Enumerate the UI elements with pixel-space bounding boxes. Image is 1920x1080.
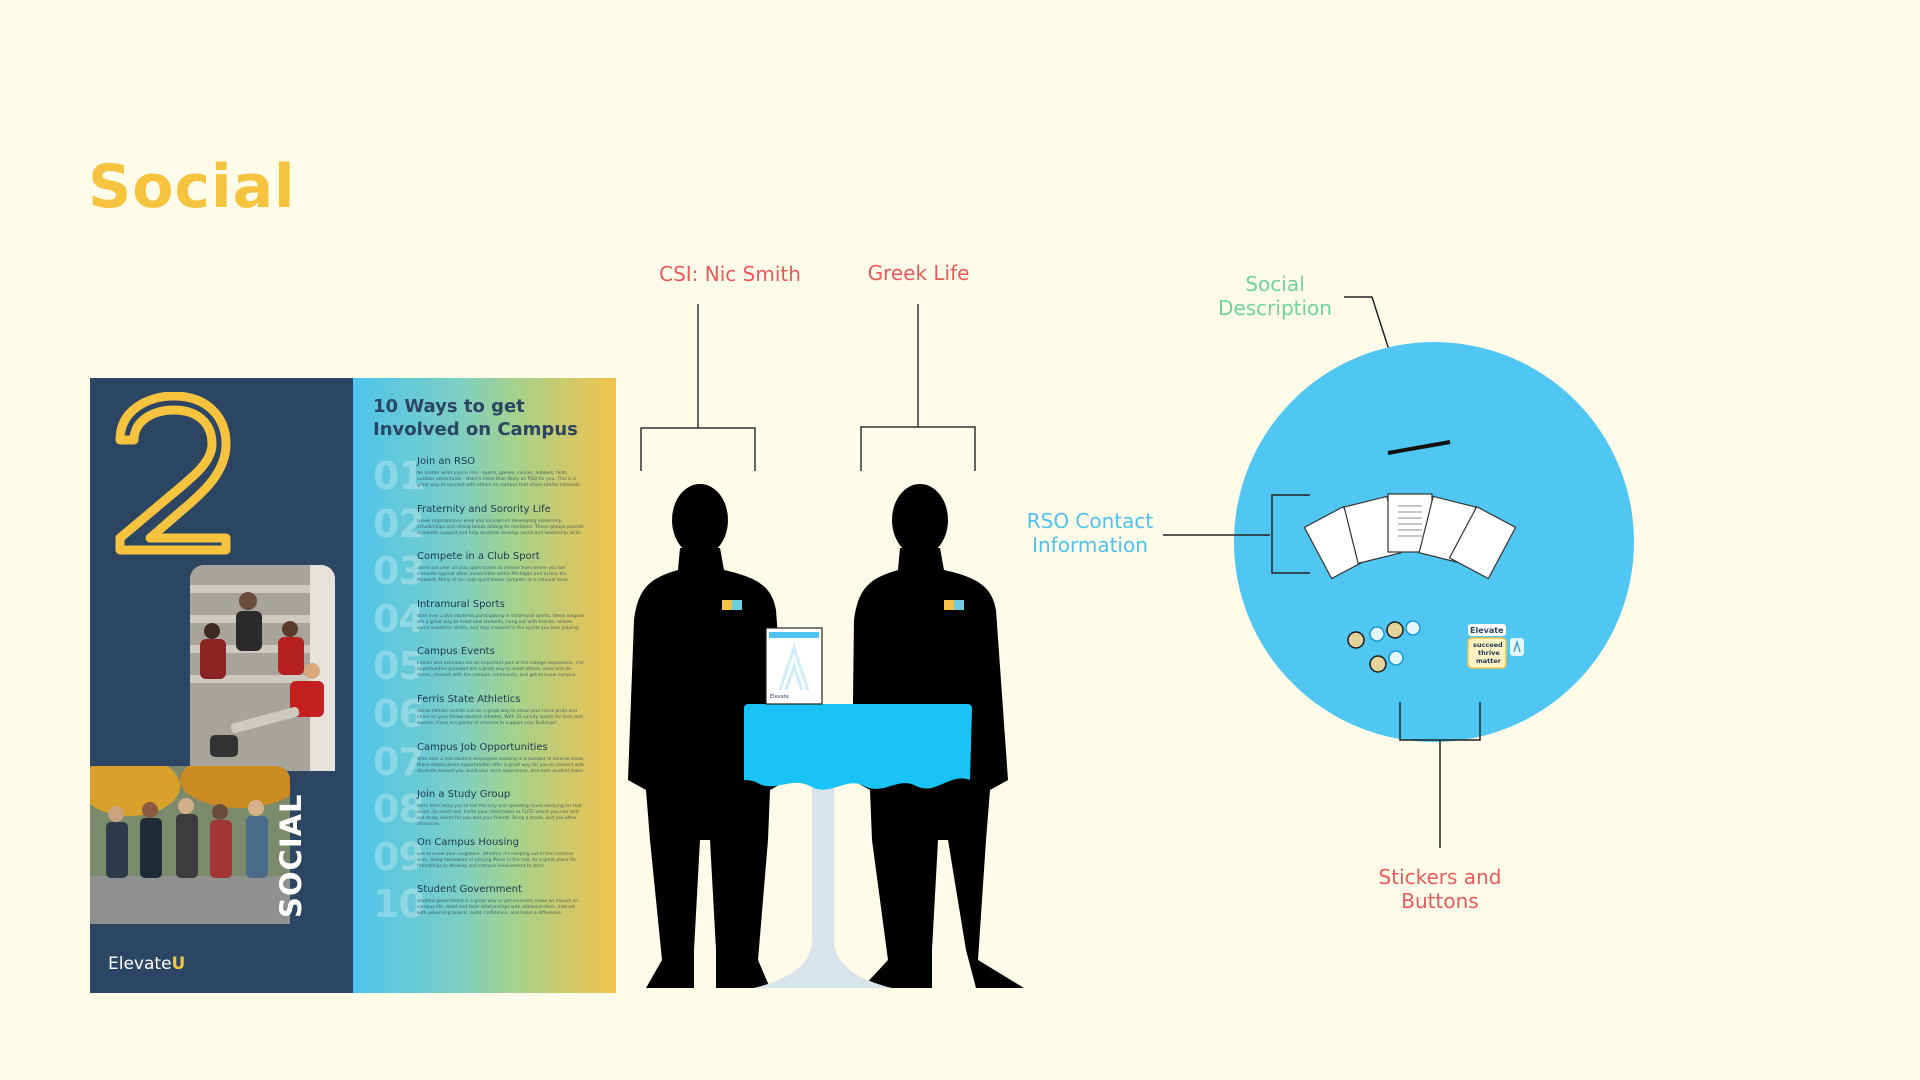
poster-item-number: 07 — [373, 739, 425, 784]
poster-item-title: Compete in a Club Sport — [417, 551, 540, 563]
stand-sign: Elevate — [765, 627, 823, 705]
label-social-description: Social Description — [1218, 272, 1332, 320]
poster-item-title: Student Government — [417, 884, 522, 896]
poster-item-desc: Student government is a great way to get… — [417, 899, 579, 917]
sticker-elevate-text: Elevate — [1470, 626, 1504, 635]
table-cloth — [744, 704, 972, 790]
poster-item-title: Intramural Sports — [417, 598, 505, 610]
page-title: Social — [88, 152, 296, 222]
sticker-word-2: matter — [1476, 657, 1502, 665]
poster-left-panel: SOCIAL ElevateU — [90, 378, 353, 993]
poster-item-desc: More than likely you're not the only one… — [417, 804, 582, 828]
poster-heading: 10 Ways to get Involved on Campus — [373, 396, 578, 440]
poster-item-number: 08 — [373, 787, 425, 832]
label-greek-life: Greek Life — [867, 261, 970, 285]
poster-item-desc: Events and activities are an important p… — [417, 661, 584, 679]
stand-sign-logo: Elevate — [770, 694, 789, 700]
poster-item-title: Ferris State Athletics — [417, 694, 521, 705]
poster-item-title: Join a Study Group — [417, 789, 511, 801]
poster-item-title: Fraternity and Sorority Life — [417, 503, 551, 515]
poster-item-title: Campus Events — [417, 646, 495, 658]
poster-item-title: On Campus Housing — [417, 836, 519, 848]
social-description-marker — [1387, 440, 1451, 455]
poster-item-number: 04 — [373, 596, 425, 641]
label-rso-contact: RSO Contact Information — [1026, 509, 1154, 557]
figure-brackets — [640, 304, 976, 471]
sticker-word-1: thrive — [1478, 649, 1500, 657]
poster-item-title: Join an RSO — [417, 456, 476, 467]
poster-item-number: 10 — [373, 882, 425, 927]
poster-item-number: 01 — [373, 454, 425, 498]
paper-lines — [1398, 505, 1422, 537]
poster: SOCIAL ElevateU 10 Ways to get Involved … — [90, 378, 616, 993]
pin-buttons — [1347, 620, 1421, 673]
sticker-word-0: succeed — [1473, 641, 1503, 649]
number-two-graphic — [115, 392, 231, 555]
students-stairs-photo — [190, 565, 335, 771]
poster-item-desc: With over 2,500 student employees workin… — [417, 756, 585, 774]
poster-item-desc: No matter what you're into - sports, gam… — [417, 471, 582, 488]
poster-item-number: 06 — [373, 692, 425, 736]
poster-item-desc: With over 2,000 students participating i… — [417, 613, 585, 631]
stickers: Elevate succeed thrive matter — [1467, 624, 1524, 669]
elevate-logo: ElevateU — [108, 954, 186, 974]
poster-item-desc: There are over 20 club sport teams to ch… — [417, 566, 570, 584]
table-pedestal — [754, 740, 892, 988]
poster-item-desc: Home athletic events can be a great way … — [417, 709, 583, 726]
poster-item-desc: Greek organizations keep you focused on … — [417, 518, 584, 536]
person-silhouette-left — [628, 484, 788, 988]
label-csi: CSI: Nic Smith — [659, 262, 801, 286]
poster-item-number: 05 — [373, 644, 425, 689]
poster-item-number: 03 — [373, 549, 425, 594]
poster-side-label: SOCIAL — [274, 793, 308, 918]
poster-item-number: 09 — [373, 834, 425, 879]
rso-contact-papers — [1303, 493, 1517, 580]
booth-illustration: Elevate — [628, 484, 1024, 988]
poster-item-number: 02 — [373, 501, 425, 546]
students-outdoor-photo — [90, 766, 290, 924]
poster-item-title: Campus Job Opportunities — [417, 741, 548, 753]
label-stickers-buttons: Stickers and Buttons — [1378, 865, 1502, 913]
display-top-view: Elevate succeed thrive matter — [1163, 296, 1634, 848]
poster-item-desc: Get to know your neighbors. Whether it's… — [417, 851, 577, 869]
